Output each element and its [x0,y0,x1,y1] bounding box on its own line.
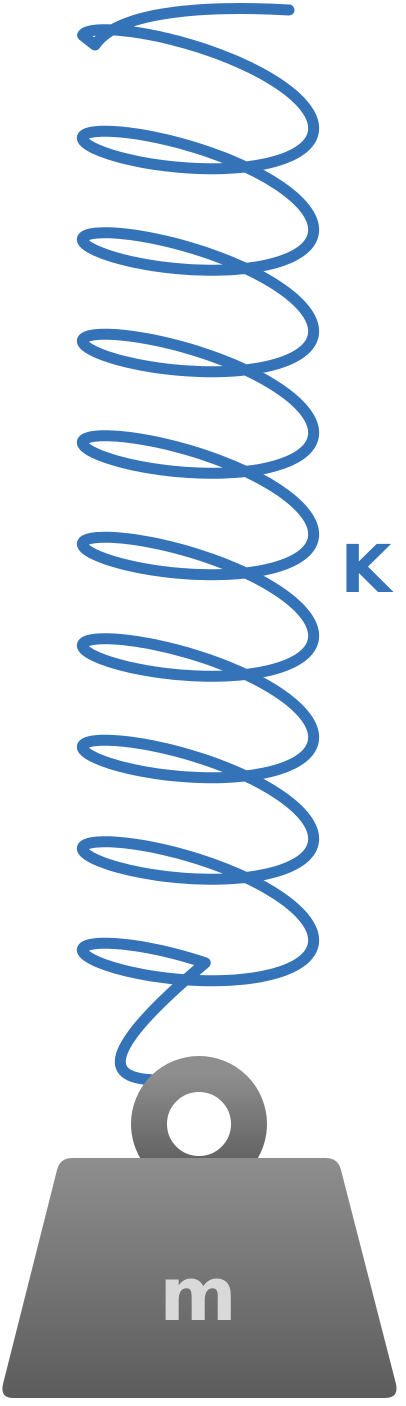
spring-constant-label: K [340,531,394,608]
weight-body [2,1158,397,1398]
mass-label: m [159,1252,236,1338]
mass-weight: m [2,1056,397,1398]
coil-spring [76,3,320,1086]
